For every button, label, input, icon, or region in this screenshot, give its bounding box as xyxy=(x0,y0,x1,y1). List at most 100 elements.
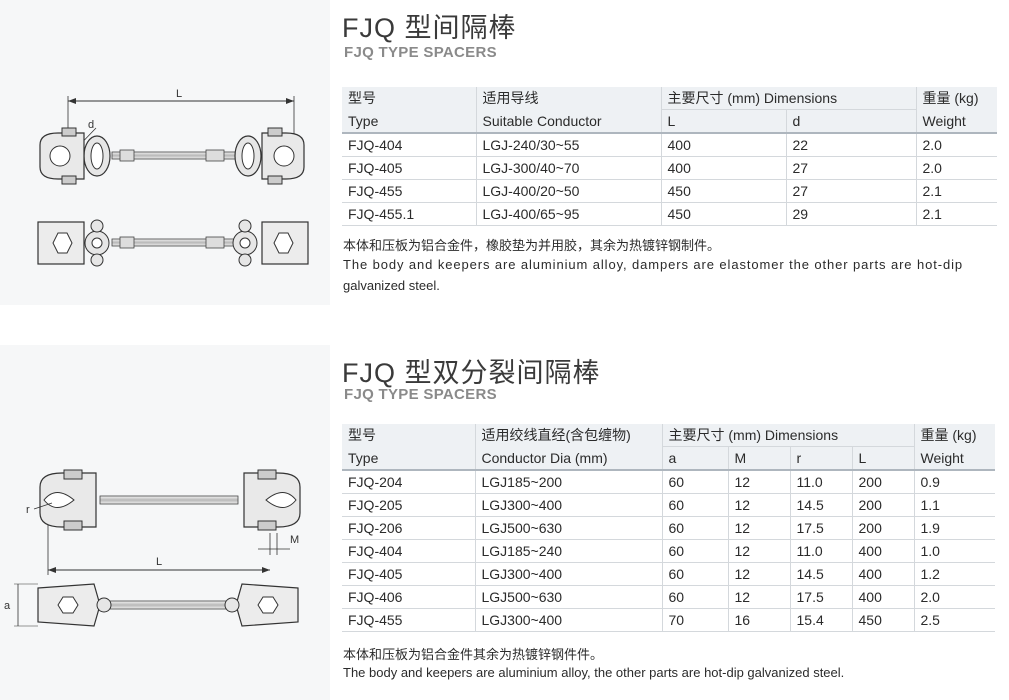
cell-L: 400 xyxy=(851,539,914,563)
cell-r: 15.4 xyxy=(789,608,852,632)
cell-weight: 2.5 xyxy=(913,608,995,632)
note-cn: 本体和压板为铝合金件其余为热镀锌钢件件。 xyxy=(343,647,604,662)
cell-conductor: LGJ-400/65~95 xyxy=(475,202,661,226)
cell-L: 400 xyxy=(660,156,786,180)
section-subtitle: FJQ TYPE SPACERS xyxy=(344,44,497,61)
table-row: FJQ-455 LGJ-400/20~50 450 27 2.1 xyxy=(342,179,997,203)
cell-L: 200 xyxy=(851,493,914,517)
col-header-L: L xyxy=(851,446,914,471)
cell-weight: 1.9 xyxy=(913,516,995,540)
cell-conductor: LGJ500~630 xyxy=(474,585,662,609)
cell-L: 400 xyxy=(851,562,914,586)
cell-model: FJQ-404 xyxy=(342,539,475,563)
cell-M: 12 xyxy=(727,585,790,609)
cell-model: FJQ-204 xyxy=(342,470,475,494)
cell-L: 450 xyxy=(660,202,786,226)
cell-r: 14.5 xyxy=(789,562,852,586)
cell-weight: 1.1 xyxy=(913,493,995,517)
cell-model: FJQ-206 xyxy=(342,516,475,540)
cell-weight: 2.0 xyxy=(913,585,995,609)
cell-a: 60 xyxy=(661,585,728,609)
cell-d: 29 xyxy=(785,202,916,226)
cell-L: 200 xyxy=(851,516,914,540)
cell-a: 60 xyxy=(661,516,728,540)
cell-model: FJQ-404 xyxy=(342,133,476,157)
col-header-d: d xyxy=(785,109,916,134)
table-row: FJQ-455 LGJ300~400 70 16 15.4 450 2.5 xyxy=(342,608,995,632)
cell-a: 60 xyxy=(661,470,728,494)
cell-L: 400 xyxy=(660,133,786,157)
cell-L: 450 xyxy=(851,608,914,632)
cell-conductor: LGJ185~200 xyxy=(474,470,662,494)
cell-r: 17.5 xyxy=(789,516,852,540)
cell-M: 16 xyxy=(727,608,790,632)
section-title: FJQ 型间隔棒 xyxy=(342,13,517,43)
cell-conductor: LGJ-400/20~50 xyxy=(475,179,661,203)
table-row: FJQ-205 LGJ300~400 60 12 14.5 200 1.1 xyxy=(342,493,995,517)
cell-r: 14.5 xyxy=(789,493,852,517)
table-row: FJQ-404 LGJ185~240 60 12 11.0 400 1.0 xyxy=(342,539,995,563)
col-header-model-cn: 型号 xyxy=(342,424,475,447)
col-header-weight-en: Weight xyxy=(913,446,995,471)
cell-a: 60 xyxy=(661,562,728,586)
section-subtitle: FJQ TYPE SPACERS xyxy=(344,386,497,403)
col-header-weight-cn: 重量 (kg) xyxy=(915,87,997,110)
cell-weight: 2.0 xyxy=(915,133,997,157)
col-header-M: M xyxy=(727,446,790,471)
cell-conductor: LGJ-300/40~70 xyxy=(475,156,661,180)
cell-model: FJQ-455 xyxy=(342,608,475,632)
cell-M: 12 xyxy=(727,562,790,586)
cell-weight: 1.2 xyxy=(913,562,995,586)
col-header-conductor-en: Conductor Dia (mm) xyxy=(474,446,662,471)
dim-d-label: d xyxy=(88,119,94,131)
table-header-row: Type Conductor Dia (mm) a M r L Weight xyxy=(342,446,995,471)
col-header-r: r xyxy=(789,446,852,471)
cell-weight: 1.0 xyxy=(913,539,995,563)
table-row: FJQ-405 LGJ-300/40~70 400 27 2.0 xyxy=(342,156,997,180)
section-spacers-single: L d FJQ 型间隔棒 FJQ TYPE S xyxy=(0,0,1009,305)
table-row: FJQ-404 LGJ-240/30~55 400 22 2.0 xyxy=(342,133,997,157)
cell-a: 60 xyxy=(661,493,728,517)
col-header-model-en: Type xyxy=(342,446,475,471)
cell-a: 70 xyxy=(661,608,728,632)
cell-d: 27 xyxy=(785,179,916,203)
table-row: FJQ-405 LGJ300~400 60 12 14.5 400 1.2 xyxy=(342,562,995,586)
dim-a-label: a xyxy=(4,600,11,612)
col-header-model-en: Type xyxy=(342,109,476,134)
col-header-conductor-en: Suitable Conductor xyxy=(475,109,661,134)
cell-conductor: LGJ-240/30~55 xyxy=(475,133,661,157)
twin-spacer-technical-drawing: r M L a xyxy=(4,469,301,627)
cell-L: 450 xyxy=(660,179,786,203)
cell-conductor: LGJ300~400 xyxy=(474,493,662,517)
table-row: FJQ-455.1 LGJ-400/65~95 450 29 2.1 xyxy=(342,202,997,226)
cell-conductor: LGJ300~400 xyxy=(474,562,662,586)
cell-weight: 0.9 xyxy=(913,470,995,494)
cell-model: FJQ-405 xyxy=(342,156,476,180)
spec-table: 型号 适用绞线直经(含包缠物) 主要尺寸 (mm) Dimensions 重量 … xyxy=(342,424,995,632)
cell-L: 200 xyxy=(851,470,914,494)
table-header-row: Type Suitable Conductor L d Weight xyxy=(342,109,997,134)
col-header-a: a xyxy=(661,446,728,471)
cell-d: 27 xyxy=(785,156,916,180)
col-header-conductor-cn: 适用导线 xyxy=(475,87,661,110)
note-cn: 本体和压板为铝合金件，橡胶垫为并用胶，其余为热镀锌钢制件。 xyxy=(343,238,721,253)
cell-M: 12 xyxy=(727,470,790,494)
spacer-technical-drawing: L d xyxy=(37,88,309,267)
section-title: FJQ 型双分裂间隔棒 xyxy=(342,358,601,388)
note-en: The body and keepers are aluminium alloy… xyxy=(343,665,845,680)
table-row: FJQ-406 LGJ500~630 60 12 17.5 400 2.0 xyxy=(342,585,995,609)
cell-r: 11.0 xyxy=(789,539,852,563)
col-header-model-cn: 型号 xyxy=(342,87,476,110)
dim-L-label: L xyxy=(176,88,182,100)
cell-r: 17.5 xyxy=(789,585,852,609)
table-row: FJQ-204 LGJ185~200 60 12 11.0 200 0.9 xyxy=(342,470,995,494)
dim-M-label: M xyxy=(290,534,299,546)
cell-M: 12 xyxy=(727,516,790,540)
dim-L-label: L xyxy=(156,556,162,568)
cell-conductor: LGJ300~400 xyxy=(474,608,662,632)
col-header-dimensions: 主要尺寸 (mm) Dimensions xyxy=(660,87,916,110)
cell-M: 12 xyxy=(727,539,790,563)
col-header-weight-cn: 重量 (kg) xyxy=(913,424,995,447)
cell-model: FJQ-405 xyxy=(342,562,475,586)
cell-model: FJQ-205 xyxy=(342,493,475,517)
